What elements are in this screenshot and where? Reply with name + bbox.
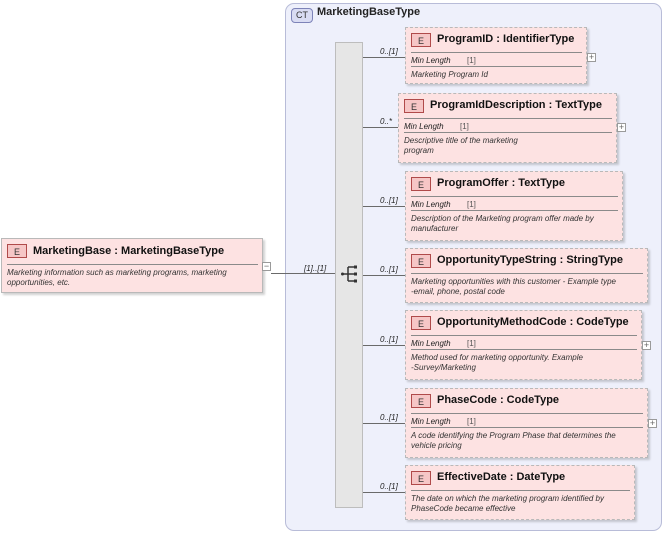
card-separator (411, 335, 637, 336)
element-multiplicity: 0..[1] (380, 482, 398, 491)
element-multiplicity: 0..[1] (380, 413, 398, 422)
element-multiplicity: 0..[1] (380, 196, 398, 205)
element-description: Method used for marketing opportunity. E… (411, 353, 583, 372)
element-connector-line (363, 127, 398, 128)
element-title: ProgramOffer : TextType (437, 177, 565, 189)
element-description: Description of the Marketing program off… (411, 214, 594, 233)
element-description: Descriptive title of the marketing progr… (404, 136, 518, 155)
expand-toggle[interactable]: + (617, 122, 626, 132)
element-connector-line (363, 423, 405, 424)
element-multiplicity: 0..[1] (380, 335, 398, 344)
element-title: ProgramIdDescription : TextType (430, 99, 602, 111)
element-badge: E (411, 33, 431, 47)
element-card-programiddescription[interactable]: E ProgramIdDescription : TextType Min Le… (398, 93, 617, 163)
min-length-value: [1] (460, 122, 469, 131)
min-length-label: Min Length (404, 122, 444, 131)
root-connector-line (271, 273, 335, 274)
element-connector-line (363, 492, 405, 493)
element-badge: E (411, 316, 431, 330)
element-badge: E (411, 471, 431, 485)
element-card-programoffer[interactable]: E ProgramOffer : TextType Min Length [1]… (405, 171, 623, 241)
element-card-opportunitytypestring[interactable]: E OpportunityTypeString : StringType Mar… (405, 248, 648, 303)
element-multiplicity: 0..[1] (380, 265, 398, 274)
sequence-compositor-bar (335, 42, 363, 508)
collapse-toggle[interactable]: − (262, 261, 271, 271)
card-separator (7, 264, 258, 265)
element-badge: E (404, 99, 424, 113)
element-description: A code identifying the Program Phase tha… (411, 431, 616, 450)
element-title: OpportunityMethodCode : CodeType (437, 316, 629, 328)
min-length-label: Min Length (411, 200, 451, 209)
element-card-effectivedate[interactable]: E EffectiveDate : DateType The date on w… (405, 465, 635, 520)
min-length-value: [1] (467, 56, 476, 65)
expand-toggle[interactable]: + (648, 418, 657, 428)
card-separator (411, 210, 618, 211)
element-title: ProgramID : IdentifierType (437, 33, 575, 45)
element-title: EffectiveDate : DateType (437, 471, 566, 483)
card-separator (411, 273, 643, 274)
min-length-value: [1] (467, 339, 476, 348)
card-separator (411, 66, 582, 67)
element-connector-line (363, 206, 405, 207)
card-separator (404, 118, 612, 119)
expand-toggle[interactable]: + (642, 340, 651, 350)
element-multiplicity: 0..* (380, 117, 393, 126)
element-title: OpportunityTypeString : StringType (437, 254, 623, 266)
card-separator (411, 52, 582, 53)
element-multiplicity: 0..[1] (380, 47, 398, 56)
element-badge: E (411, 254, 431, 268)
complex-type-title: MarketingBaseType (317, 6, 421, 18)
element-connector-line (363, 57, 405, 58)
min-length-label: Min Length (411, 56, 451, 65)
expand-toggle[interactable]: + (587, 52, 596, 62)
card-separator (404, 132, 612, 133)
min-length-label: Min Length (411, 417, 451, 426)
sequence-icon (341, 265, 357, 283)
root-element-card[interactable]: E MarketingBase : MarketingBaseType Mark… (1, 238, 263, 293)
element-title: PhaseCode : CodeType (437, 394, 560, 406)
min-length-value: [1] (467, 200, 476, 209)
min-length-label: Min Length (411, 339, 451, 348)
card-separator (411, 413, 643, 414)
root-element-description: Marketing information such as marketing … (7, 268, 227, 287)
min-length-value: [1] (467, 417, 476, 426)
element-badge: E (7, 244, 27, 258)
root-element-title: MarketingBase : MarketingBaseType (33, 245, 225, 257)
card-separator (411, 349, 637, 350)
element-card-opportunitymethodcode[interactable]: E OpportunityMethodCode : CodeType Min L… (405, 310, 642, 380)
card-separator (411, 196, 618, 197)
card-separator (411, 490, 630, 491)
card-separator (411, 427, 643, 428)
element-badge: E (411, 394, 431, 408)
element-connector-line (363, 275, 405, 276)
element-card-phasecode[interactable]: E PhaseCode : CodeType Min Length [1] A … (405, 388, 648, 458)
element-badge: E (411, 177, 431, 191)
element-description: The date on which the marketing program … (411, 494, 604, 513)
element-connector-line (363, 345, 405, 346)
complex-type-badge: CT (291, 8, 313, 23)
element-description: Marketing Program Id (411, 70, 488, 79)
element-description: Marketing opportunities with this custom… (411, 277, 616, 296)
root-multiplicity: [1]..[1] (304, 264, 327, 273)
element-card-programid[interactable]: E ProgramID : IdentifierType Min Length … (405, 27, 587, 84)
